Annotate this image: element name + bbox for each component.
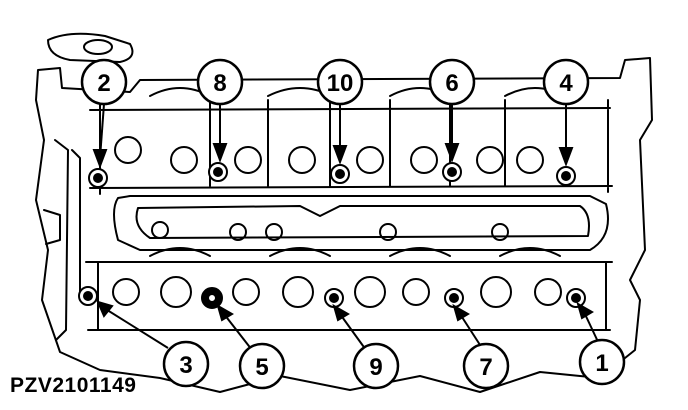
callout-circle-5 bbox=[238, 342, 286, 390]
callout-circle-6 bbox=[428, 58, 476, 106]
callout-number-6: 6 bbox=[445, 70, 458, 97]
head-bolt bbox=[449, 293, 459, 303]
lower-journal bbox=[480, 276, 512, 308]
oil-channel-inner bbox=[135, 205, 590, 239]
callout-circle-2 bbox=[80, 58, 128, 106]
callout-number-9: 9 bbox=[369, 354, 382, 381]
callout-number-5: 5 bbox=[255, 354, 268, 381]
upper-lobe bbox=[288, 146, 316, 174]
head-bolt bbox=[447, 167, 457, 177]
head-bolt bbox=[83, 291, 93, 301]
arrowhead-8 bbox=[212, 143, 228, 163]
head-bolt bbox=[213, 167, 223, 177]
upper-lobe bbox=[356, 146, 384, 174]
callout-circle-1 bbox=[578, 338, 626, 386]
lower-journal bbox=[160, 276, 192, 308]
leader-line-3 bbox=[103, 307, 169, 349]
callout-number-3: 3 bbox=[179, 352, 192, 379]
callout-circle-8 bbox=[196, 58, 244, 106]
lower-journal bbox=[534, 278, 562, 306]
top-bracket bbox=[47, 32, 134, 63]
callout-circle-7 bbox=[462, 342, 510, 390]
callout-circle-10 bbox=[316, 58, 364, 106]
lower-journal bbox=[402, 278, 430, 306]
callout-number-2: 2 bbox=[97, 70, 110, 97]
head-bolt bbox=[329, 293, 339, 303]
head-bolt bbox=[207, 293, 217, 303]
callout-number-7: 7 bbox=[479, 354, 492, 381]
upper-lobe bbox=[516, 146, 544, 174]
lower-journal bbox=[282, 276, 314, 308]
arrowhead-2 bbox=[92, 149, 108, 169]
leader-line-7 bbox=[459, 313, 483, 349]
channel-hole bbox=[229, 223, 247, 241]
upper-lobe bbox=[114, 136, 142, 164]
head-bolt bbox=[571, 293, 581, 303]
arrowhead-5 bbox=[216, 303, 234, 322]
channel-hole bbox=[265, 223, 283, 241]
lower-journal bbox=[112, 278, 140, 306]
oil-channel bbox=[113, 195, 609, 251]
upper-lobe bbox=[410, 146, 438, 174]
channel-hole bbox=[151, 221, 169, 239]
head-outline bbox=[35, 57, 653, 393]
channel-hole bbox=[491, 223, 509, 241]
upper-lobe bbox=[476, 146, 504, 174]
callout-number-1: 1 bbox=[595, 350, 608, 377]
head-bolt bbox=[561, 171, 571, 181]
left-casting bbox=[43, 139, 81, 341]
arrowhead-3 bbox=[96, 300, 114, 318]
channel-hole bbox=[379, 223, 397, 241]
figure-reference-code: PZV2101149 bbox=[10, 374, 137, 397]
lower-bearing-caps bbox=[149, 247, 561, 257]
callout-number-10: 10 bbox=[327, 70, 354, 97]
arrowhead-1 bbox=[576, 301, 594, 320]
arrowhead-4 bbox=[558, 147, 574, 167]
lower-journal bbox=[354, 276, 386, 308]
leader-line-5 bbox=[223, 313, 253, 351]
callout-number-4: 4 bbox=[559, 70, 573, 97]
callout-circle-3 bbox=[162, 340, 210, 388]
callout-number-8: 8 bbox=[213, 70, 226, 97]
head-bolt bbox=[335, 169, 345, 179]
lower-rail bbox=[85, 261, 613, 331]
upper-lobe bbox=[234, 146, 262, 174]
upper-lobe bbox=[170, 146, 198, 174]
leader-line-9 bbox=[339, 313, 367, 351]
arrowhead-6 bbox=[444, 143, 460, 163]
arrowhead-10 bbox=[332, 145, 348, 165]
upper-rail bbox=[89, 99, 613, 195]
lower-journal bbox=[232, 278, 260, 306]
bracket-hole bbox=[83, 39, 113, 55]
arrowhead-9 bbox=[332, 303, 350, 322]
callout-circle-4 bbox=[542, 58, 590, 106]
callout-circle-9 bbox=[352, 342, 400, 390]
head-bolt bbox=[93, 173, 103, 183]
arrowhead-7 bbox=[452, 303, 470, 322]
